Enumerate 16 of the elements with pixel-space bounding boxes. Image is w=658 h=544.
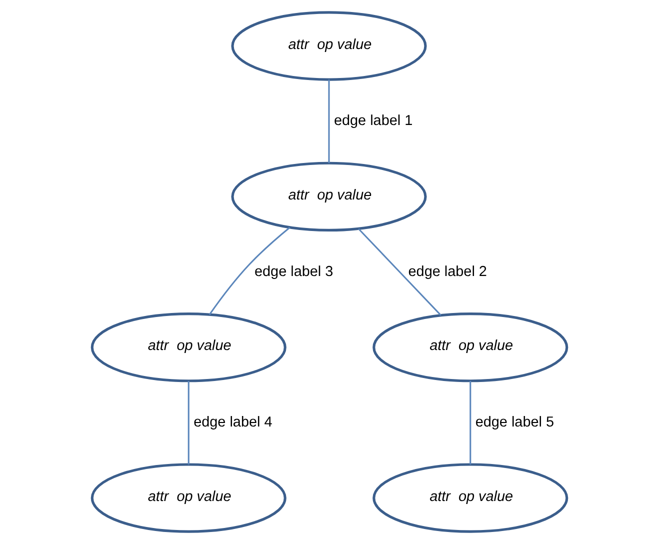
edge-label: edge label 5 <box>474 414 554 430</box>
connector <box>187 380 189 464</box>
edge-label: edge label 4 <box>193 414 272 430</box>
edge-label: edge label 3 <box>254 264 333 280</box>
node-ellipse: attr op value <box>230 162 426 232</box>
connector <box>328 80 330 164</box>
connector <box>208 226 290 315</box>
edge-label: edge label 1 <box>333 113 412 130</box>
node-ellipse: attr op value <box>372 463 568 533</box>
connector <box>358 228 441 316</box>
node-ellipse: attr op value <box>90 312 286 382</box>
edge-label: edge label 2 <box>408 264 486 280</box>
node-ellipse: attr op value <box>230 11 426 81</box>
node-ellipse: attr op value <box>90 463 286 533</box>
connector <box>469 380 471 464</box>
node-ellipse: attr op value <box>372 312 568 382</box>
